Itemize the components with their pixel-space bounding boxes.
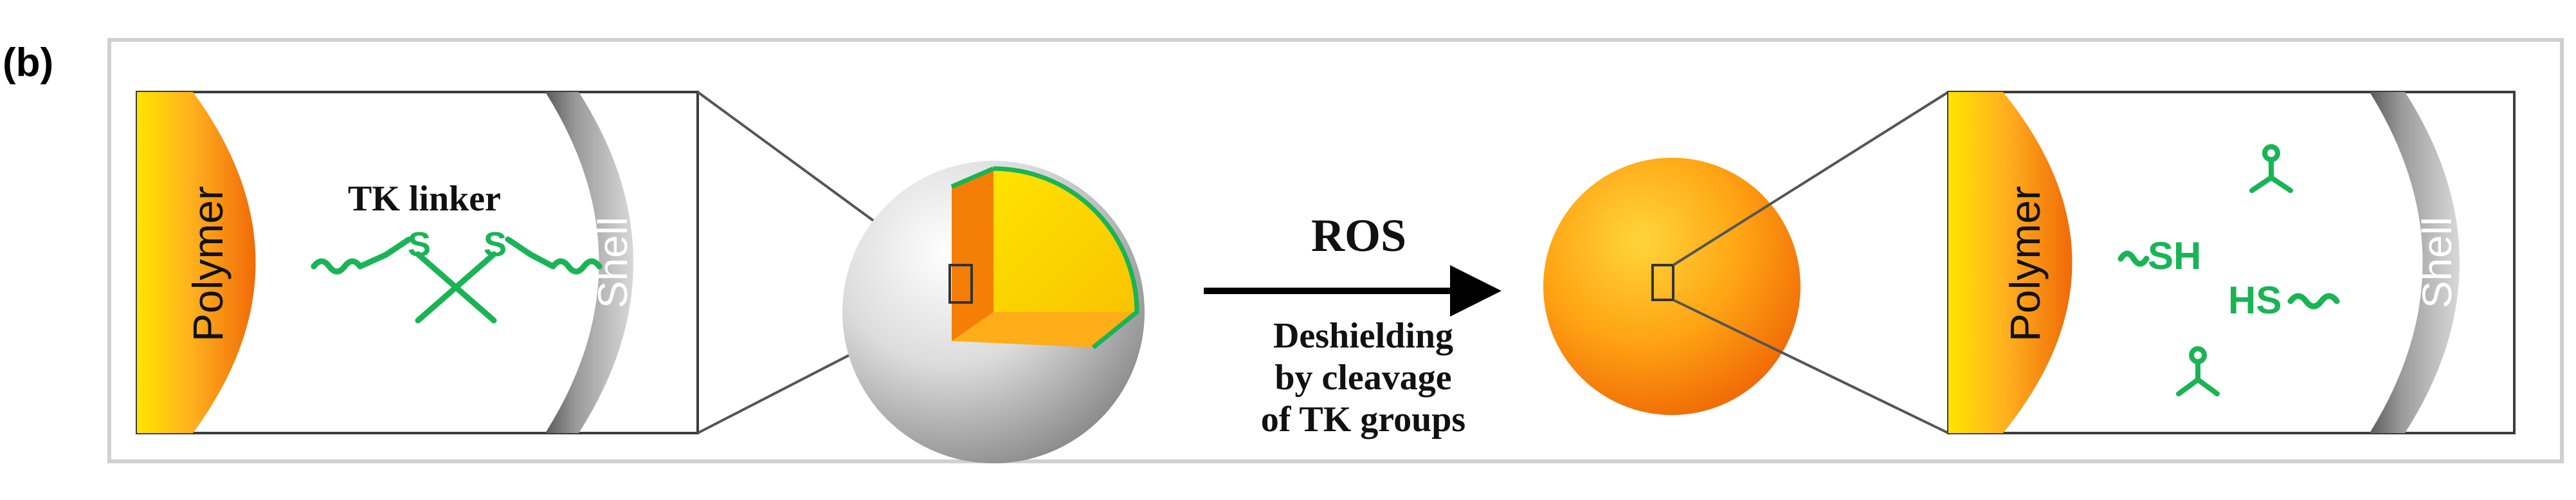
panel-label: (b) xyxy=(3,41,53,85)
cross-bond-2 xyxy=(415,251,497,324)
cut-core-side xyxy=(952,169,993,341)
acetone-top-arm-left xyxy=(2249,175,2274,193)
right-wavy-chain xyxy=(528,252,603,275)
cut-core-top xyxy=(993,169,1137,312)
thioketal-linker xyxy=(311,236,603,324)
acetone-top xyxy=(2249,144,2293,193)
core-shell-sphere xyxy=(842,161,1145,463)
shell-thiol-chain xyxy=(2287,293,2340,310)
right-bond xyxy=(505,236,534,258)
shell-green-outline xyxy=(993,166,1139,349)
right-inset: Polymer Shell SH HS xyxy=(1947,91,2516,434)
reaction-arrow: ROS Deshielding by cleavage of TK groups xyxy=(1204,210,1501,440)
shell-label-right: Shell xyxy=(2414,217,2460,308)
zoom-box-left xyxy=(948,264,973,304)
linker-label: TK linker xyxy=(348,179,501,219)
polymer-label-right: Polymer xyxy=(2001,186,2049,342)
caption-line-2: by cleavage xyxy=(1274,358,1451,398)
acetone-bottom xyxy=(2176,346,2220,396)
sulfur-left: S xyxy=(408,225,431,264)
shell-region-right xyxy=(2370,92,2460,433)
left-bond xyxy=(383,236,412,258)
polymer-region-right xyxy=(1948,92,2073,433)
caption-line-1: Deshielding xyxy=(1273,316,1453,356)
zoom-box-right xyxy=(1651,264,1674,301)
acetone-top-arm-right xyxy=(2269,175,2293,193)
thiol-right: HS xyxy=(2228,279,2281,322)
zoom-line-bottom-right xyxy=(1673,299,1949,434)
zoom-line-top-right xyxy=(1672,91,1950,266)
shell-green-edge xyxy=(950,166,995,189)
acetone-bottom-arm-left xyxy=(2176,377,2200,396)
acetone-bottom-arm-right xyxy=(2195,377,2220,396)
deshielded-sphere xyxy=(1543,158,1800,415)
cut-core-bottom xyxy=(952,312,1137,347)
polymer-label: Polymer xyxy=(184,186,231,342)
left-wavy-chain xyxy=(311,252,389,275)
thiol-left: SH xyxy=(2148,234,2201,277)
caption-line-3: of TK groups xyxy=(1261,400,1465,440)
polymer-thiol-chain xyxy=(2118,250,2150,267)
left-inset: Polymer Shell TK linker S S xyxy=(136,91,699,434)
shell-region xyxy=(545,92,633,433)
ros-label: ROS xyxy=(1311,210,1406,261)
polymer-region xyxy=(137,92,256,433)
sulfur-right: S xyxy=(484,225,507,264)
